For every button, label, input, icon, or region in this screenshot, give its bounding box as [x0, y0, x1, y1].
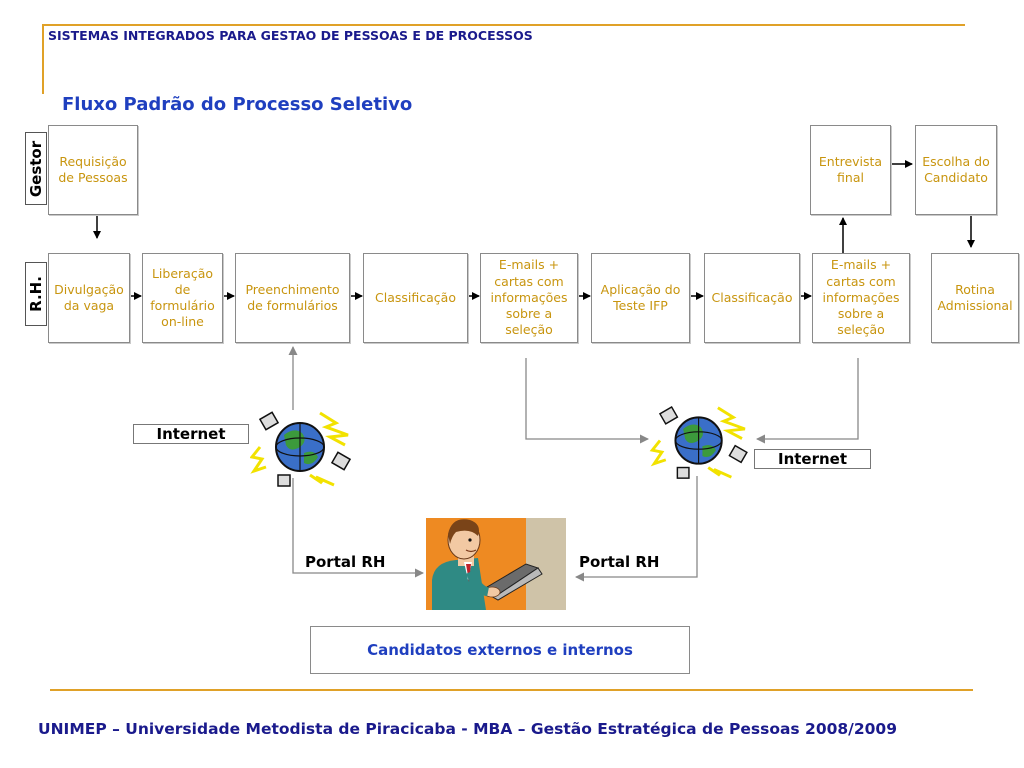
node-liberacao: Liberação de formulário on-line: [142, 253, 223, 343]
portal-rh-label-right: Portal RH: [579, 553, 660, 571]
node-emails-2: E-mails + cartas com informações sobre a…: [812, 253, 910, 343]
node-preenchimento: Preenchimento de formulários: [235, 253, 350, 343]
lane-rh: R.H.: [25, 262, 47, 326]
line-internet-portal-left: [292, 478, 424, 578]
lane-gestor: Gestor: [25, 132, 47, 205]
internet-label-left: Internet: [133, 424, 249, 444]
line-emails1-internet: [525, 358, 649, 444]
node-classificacao-1: Classificação: [363, 253, 468, 343]
user-laptop-illustration: [426, 518, 566, 610]
candidatos-box: Candidatos externos e internos: [310, 626, 690, 674]
internet-globe-icon-right: [649, 406, 748, 479]
line-internet-portal-right: [575, 476, 698, 582]
lane-gestor-label: Gestor: [27, 140, 46, 197]
header-title: SISTEMAS INTEGRADOS PARA GESTAO DE PESSO…: [48, 28, 533, 43]
internet-globe-icon: [250, 411, 352, 487]
node-emails-1: E-mails + cartas com informações sobre a…: [480, 253, 578, 343]
node-classificacao-2: Classificação: [704, 253, 800, 343]
internet-label-right: Internet: [754, 449, 871, 469]
page-title: Fluxo Padrão do Processo Seletivo: [62, 94, 413, 115]
node-entrevista: Entrevista final: [810, 125, 891, 215]
lane-rh-label: R.H.: [27, 276, 45, 312]
footer-text: UNIMEP – Universidade Metodista de Pirac…: [38, 720, 897, 738]
header-rule: [44, 24, 965, 26]
node-aplicacao: Aplicação do Teste IFP: [591, 253, 690, 343]
footer-rule: [50, 689, 973, 691]
node-divulgacao: Divulgação da vaga: [48, 253, 130, 343]
node-requisicao: Requisição de Pessoas: [48, 125, 138, 215]
node-rotina: Rotina Admissional: [931, 253, 1019, 343]
line-emails2-internet: [756, 358, 859, 444]
candidatos-label: Candidatos externos e internos: [367, 641, 633, 659]
node-escolha: Escolha do Candidato: [915, 125, 997, 215]
portal-rh-label-left: Portal RH: [305, 553, 386, 571]
header-side-rule: [42, 24, 44, 94]
